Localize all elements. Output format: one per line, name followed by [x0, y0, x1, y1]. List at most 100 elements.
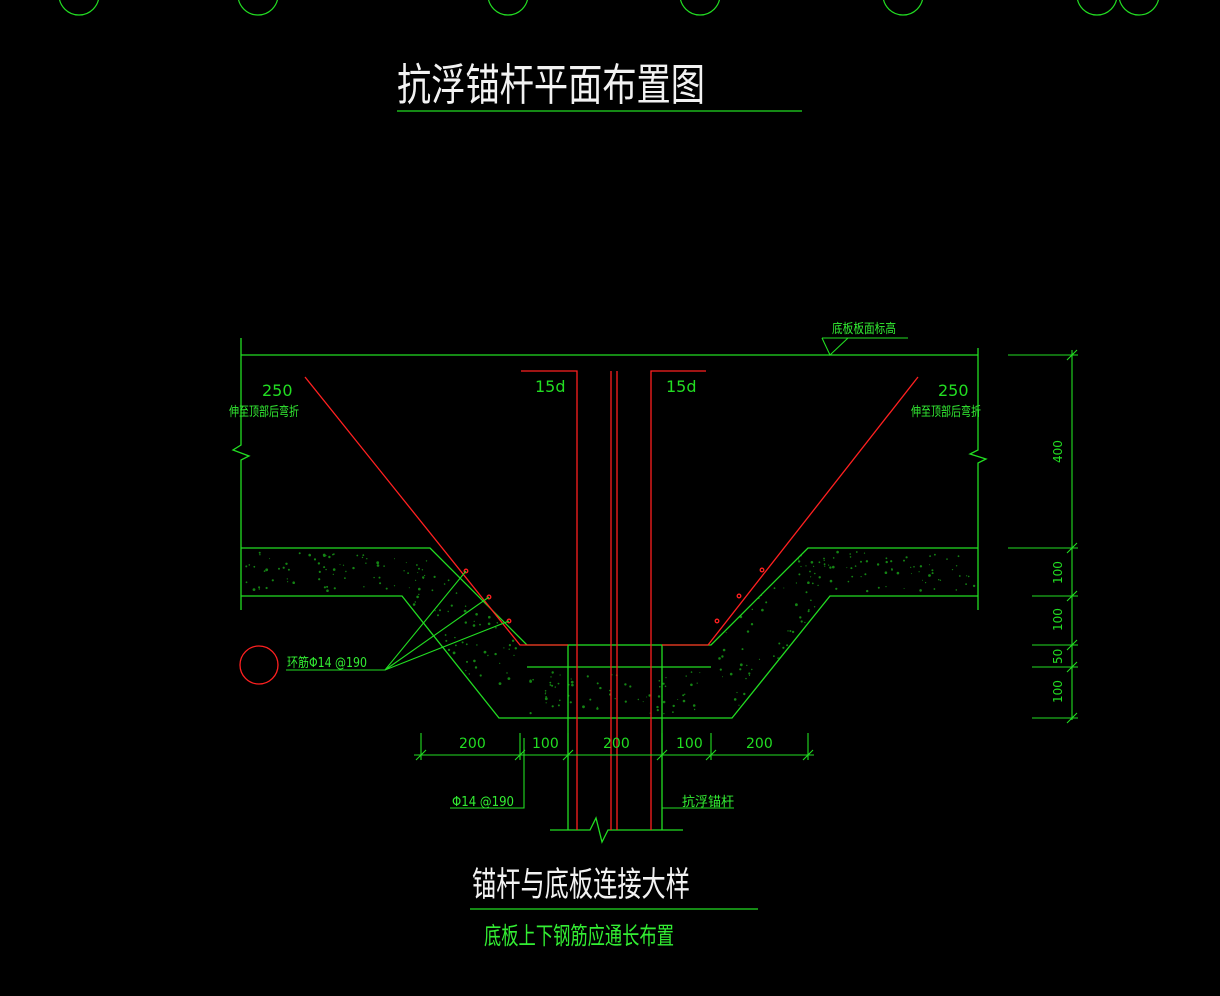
vertical-dimension-chain	[1008, 349, 1078, 724]
hatch-speck	[333, 587, 336, 590]
hatch-speck	[891, 568, 893, 571]
hatch-speck	[570, 680, 574, 684]
hatch-speck	[684, 693, 686, 695]
hatch-speck	[418, 587, 421, 591]
hatch-speck	[494, 652, 497, 656]
hatch-speck	[545, 702, 547, 704]
hatch-speck	[292, 581, 296, 584]
hatch-speck	[263, 570, 266, 572]
hatch-speck	[265, 568, 269, 572]
hatch-speck	[656, 709, 659, 712]
hatch-speck	[637, 698, 639, 701]
hatch-speck	[836, 550, 839, 554]
hatch-speck	[672, 704, 675, 708]
hatch-speck	[545, 692, 547, 694]
hatch-speck	[545, 696, 547, 698]
hatch-speck	[928, 574, 931, 577]
anchor-rod-label: 抗浮锚杆	[682, 795, 734, 810]
hatch-speck	[439, 609, 441, 612]
hatch-speck	[252, 588, 256, 591]
hatch-speck	[729, 672, 733, 676]
hatch-speck	[800, 620, 803, 623]
hatch-speck	[393, 585, 396, 587]
hatch-speck	[487, 654, 489, 657]
hatch-speck	[918, 571, 920, 573]
dim-h-200-left: 200	[459, 736, 486, 752]
hatch-speck	[929, 555, 931, 557]
hatch-speck	[599, 686, 602, 690]
grid-bubble	[238, 0, 278, 16]
hatch-speck	[800, 565, 802, 568]
hatch-speck	[662, 700, 666, 704]
hatch-speck	[760, 594, 763, 596]
hatch-speck	[476, 644, 478, 646]
hatch-speck	[662, 682, 665, 685]
hatch-speck	[431, 589, 434, 592]
hatch-speck	[863, 552, 866, 554]
hatch-speck	[743, 692, 746, 696]
hatch-speck	[529, 680, 532, 683]
rebars	[239, 370, 919, 830]
grid-bubble	[883, 0, 923, 16]
hatch-speck	[810, 599, 812, 602]
hatch-speck	[361, 556, 364, 559]
hatch-speck	[851, 575, 854, 578]
hatch-speck	[854, 565, 857, 567]
hatch-speck	[850, 567, 853, 570]
hatch-speck	[455, 592, 458, 594]
hatch-speck	[922, 579, 923, 581]
hatch-speck	[938, 579, 940, 581]
hatch-speck	[416, 564, 418, 566]
hatch-speck	[896, 571, 900, 575]
hatch-speck	[245, 581, 248, 584]
hatch-speck	[328, 555, 331, 559]
hatch-speck	[786, 644, 789, 647]
hatch-speck	[805, 591, 808, 594]
hatch-speck	[779, 656, 781, 658]
hatch-speck	[738, 704, 740, 706]
hatch-speck	[507, 677, 511, 680]
hatch-speck	[811, 582, 814, 585]
hatch-speck	[808, 609, 810, 611]
hatch-speck	[344, 577, 346, 579]
hatch-speck	[596, 682, 599, 685]
stirrup-label: Φ14 @190	[452, 795, 514, 810]
hatch-speck	[258, 551, 261, 554]
hatch-speck	[282, 566, 285, 569]
hatch-speck	[807, 581, 810, 584]
hatch-speck	[352, 566, 355, 570]
detail-note: 底板上下钢筋应通长布置	[484, 922, 674, 950]
hatch-speck	[417, 572, 419, 574]
hatch-speck	[677, 699, 679, 700]
hatch-speck	[884, 571, 888, 574]
left-hook-length: 250	[262, 381, 293, 400]
grid-bubble	[680, 0, 720, 16]
hatch-speck	[846, 567, 848, 569]
hatch-speck	[455, 644, 457, 647]
hatch-speck	[287, 581, 289, 583]
hatch-speck	[890, 560, 893, 563]
hatch-speck	[855, 551, 858, 553]
hatch-speck	[265, 586, 268, 590]
hatch-speck	[415, 579, 417, 582]
hatch-speck	[444, 634, 447, 636]
left-anchorage-length: 15d	[535, 377, 566, 396]
hatch-speck	[373, 576, 375, 579]
hatch-speck	[659, 685, 661, 688]
hatch-speck	[663, 713, 665, 715]
hatch-speck	[544, 690, 547, 692]
hatch-speck	[718, 657, 721, 660]
hatch-speck	[332, 568, 336, 571]
hatch-speck	[465, 670, 467, 672]
hatch-speck	[809, 570, 811, 573]
hatch-speck	[298, 552, 301, 555]
hatch-speck	[394, 558, 395, 560]
dim-50: 50	[1051, 649, 1065, 664]
hatch-speck	[773, 655, 775, 657]
hatch-speck	[739, 615, 743, 619]
hatch-speck	[783, 587, 785, 589]
hatch-speck	[746, 664, 748, 667]
hatch-speck	[739, 663, 743, 667]
hatch-speck	[258, 588, 260, 590]
